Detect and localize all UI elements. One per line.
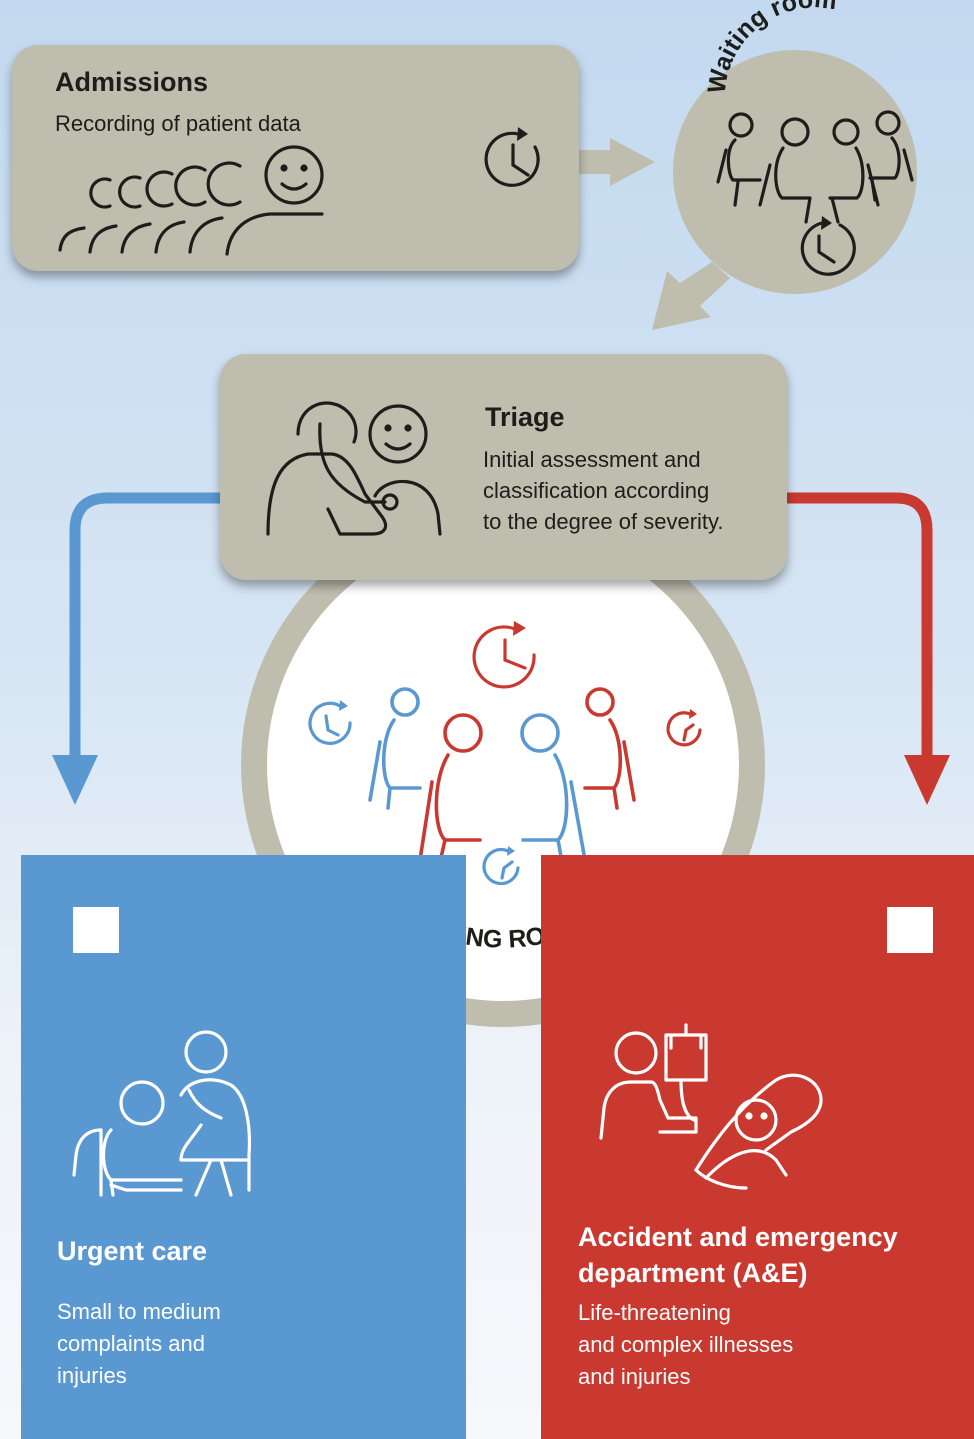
- seated-people-icon: [716, 110, 914, 224]
- arrow-waiting-to-triage: [652, 262, 730, 330]
- doctor-stethoscope-icon: [266, 401, 442, 536]
- triage-title: Triage: [485, 402, 565, 432]
- ae-description-line-1: Life-threatening: [578, 1300, 731, 1325]
- arrow-to-ae: [780, 492, 933, 760]
- urgent-care-description-line-3: injuries: [57, 1363, 127, 1388]
- arrow-to-urgent-care: [69, 492, 230, 760]
- clock-icon: [484, 127, 540, 187]
- triage-description-line-1: Initial assessment and: [483, 447, 701, 472]
- admissions-subtitle: Recording of patient data: [55, 111, 301, 136]
- ae-panel: Accident and emergency department (A&E) …: [541, 855, 974, 1439]
- triage-card: Triage Initial assessment and classifica…: [220, 354, 787, 580]
- urgent-care-description-line-2: complaints and: [57, 1331, 205, 1356]
- admissions-card: Admissions Recording of patient data: [12, 45, 579, 271]
- urgent-care-title: Urgent care: [57, 1236, 208, 1266]
- checkbox-square: [73, 907, 119, 953]
- clock-icon: [800, 216, 856, 276]
- consultation-icon: [72, 1030, 252, 1197]
- clock-icon: [308, 621, 702, 886]
- seated-people-icon: [368, 687, 636, 864]
- urgent-care-description-line-1: Small to medium: [57, 1299, 221, 1324]
- admissions-title: Admissions: [55, 67, 209, 97]
- ae-title-line-2: department (A&E): [578, 1258, 808, 1288]
- urgent-care-panel: Urgent care Small to medium complaints a…: [21, 855, 466, 1439]
- arrow-admissions-to-waiting: [575, 138, 655, 186]
- ae-description-line-2: and complex illnesses: [578, 1332, 794, 1357]
- queue-people-icon: [58, 145, 324, 256]
- ae-description-line-3: and injuries: [578, 1364, 691, 1389]
- triage-description-line-2: classification according: [483, 478, 710, 503]
- hospital-bed-drip-icon: [599, 1023, 823, 1190]
- ae-title-line-1: Accident and emergency: [578, 1222, 898, 1252]
- checkbox-square: [887, 907, 933, 953]
- triage-description-line-3: to the degree of severity.: [483, 509, 724, 534]
